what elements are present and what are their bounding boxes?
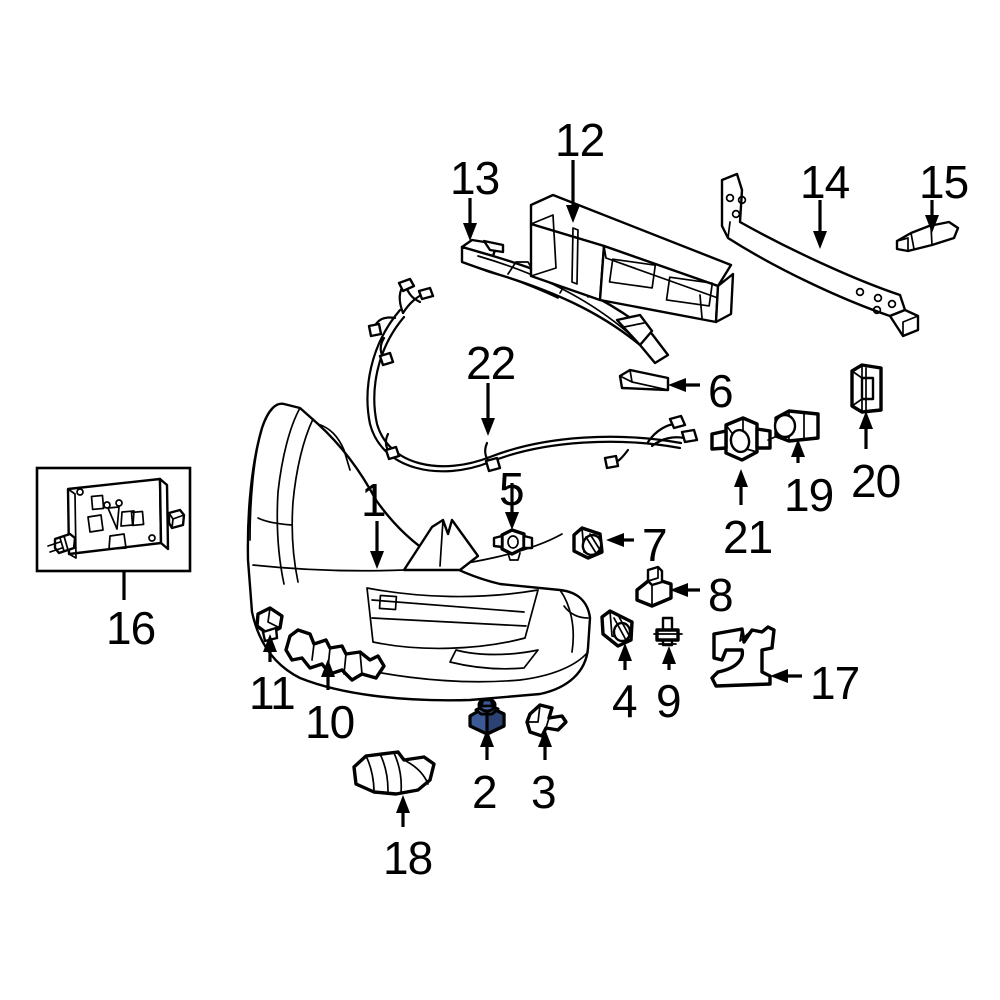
callout-leaders	[122, 160, 939, 827]
part-license-plate-bracket-kit[interactable]	[35, 466, 192, 573]
part-bumper-seal-strip[interactable]	[618, 368, 670, 392]
part-sensor-retainer[interactable]	[600, 609, 634, 648]
part-bumper-bolt[interactable]	[653, 616, 683, 647]
license-plate-bracket-inset-border	[35, 466, 192, 573]
part-lower-bumper-reinforcement[interactable]	[284, 628, 386, 682]
callout-label-10[interactable]: 10	[305, 696, 355, 748]
part-park-sensor-retainer-ring[interactable]	[710, 416, 772, 462]
callout-label-15[interactable]: 15	[919, 156, 969, 208]
callout-label-7[interactable]: 7	[642, 519, 668, 571]
callout-label-2[interactable]: 2	[472, 766, 498, 818]
callout-label-8[interactable]: 8	[708, 569, 734, 621]
part-bumper-wiring-harness[interactable]	[366, 277, 699, 473]
callout-label-5[interactable]: 5	[499, 463, 525, 515]
callout-label-3[interactable]: 3	[531, 766, 557, 818]
callout-label-20[interactable]: 20	[851, 455, 901, 507]
callout-label-6[interactable]: 6	[708, 365, 734, 417]
part-fog-light-cover[interactable]	[352, 750, 436, 796]
callout-label-14[interactable]: 14	[800, 156, 850, 208]
part-front-bumper-cover[interactable]	[246, 402, 592, 702]
callout-label-16[interactable]: 16	[106, 602, 156, 654]
callout-label-13[interactable]: 13	[450, 152, 500, 204]
part-bumper-reinforcement-beam[interactable]	[720, 172, 920, 338]
part-sensor-bracket[interactable]	[850, 363, 883, 414]
part-bumper-impact-absorber[interactable]	[529, 193, 735, 324]
callout-label-1[interactable]: 1	[361, 474, 387, 526]
callout-label-11[interactable]: 11	[249, 667, 296, 719]
callout-label-4[interactable]: 4	[612, 675, 638, 727]
callout-label-9[interactable]: 9	[656, 675, 682, 727]
part-park-sensor-upper[interactable]	[767, 409, 820, 443]
part-bumper-stay-bracket[interactable]	[895, 220, 960, 253]
callout-label-19[interactable]: 19	[784, 469, 834, 521]
callout-label-18[interactable]: 18	[383, 832, 433, 884]
callout-label-21[interactable]: 21	[723, 511, 773, 563]
part-bumper-bolt-retainer[interactable]	[635, 565, 673, 608]
part-bumper-side-bracket[interactable]	[710, 625, 776, 688]
part-park-assist-sensor[interactable]	[572, 526, 604, 560]
callout-label-12[interactable]: 12	[555, 114, 605, 166]
callout-label-17[interactable]: 17	[810, 657, 860, 709]
part-bumper-retainer-clip-highlighted[interactable]	[468, 697, 506, 736]
part-bumper-clip[interactable]	[525, 703, 568, 738]
callout-label-22[interactable]: 22	[466, 337, 516, 389]
